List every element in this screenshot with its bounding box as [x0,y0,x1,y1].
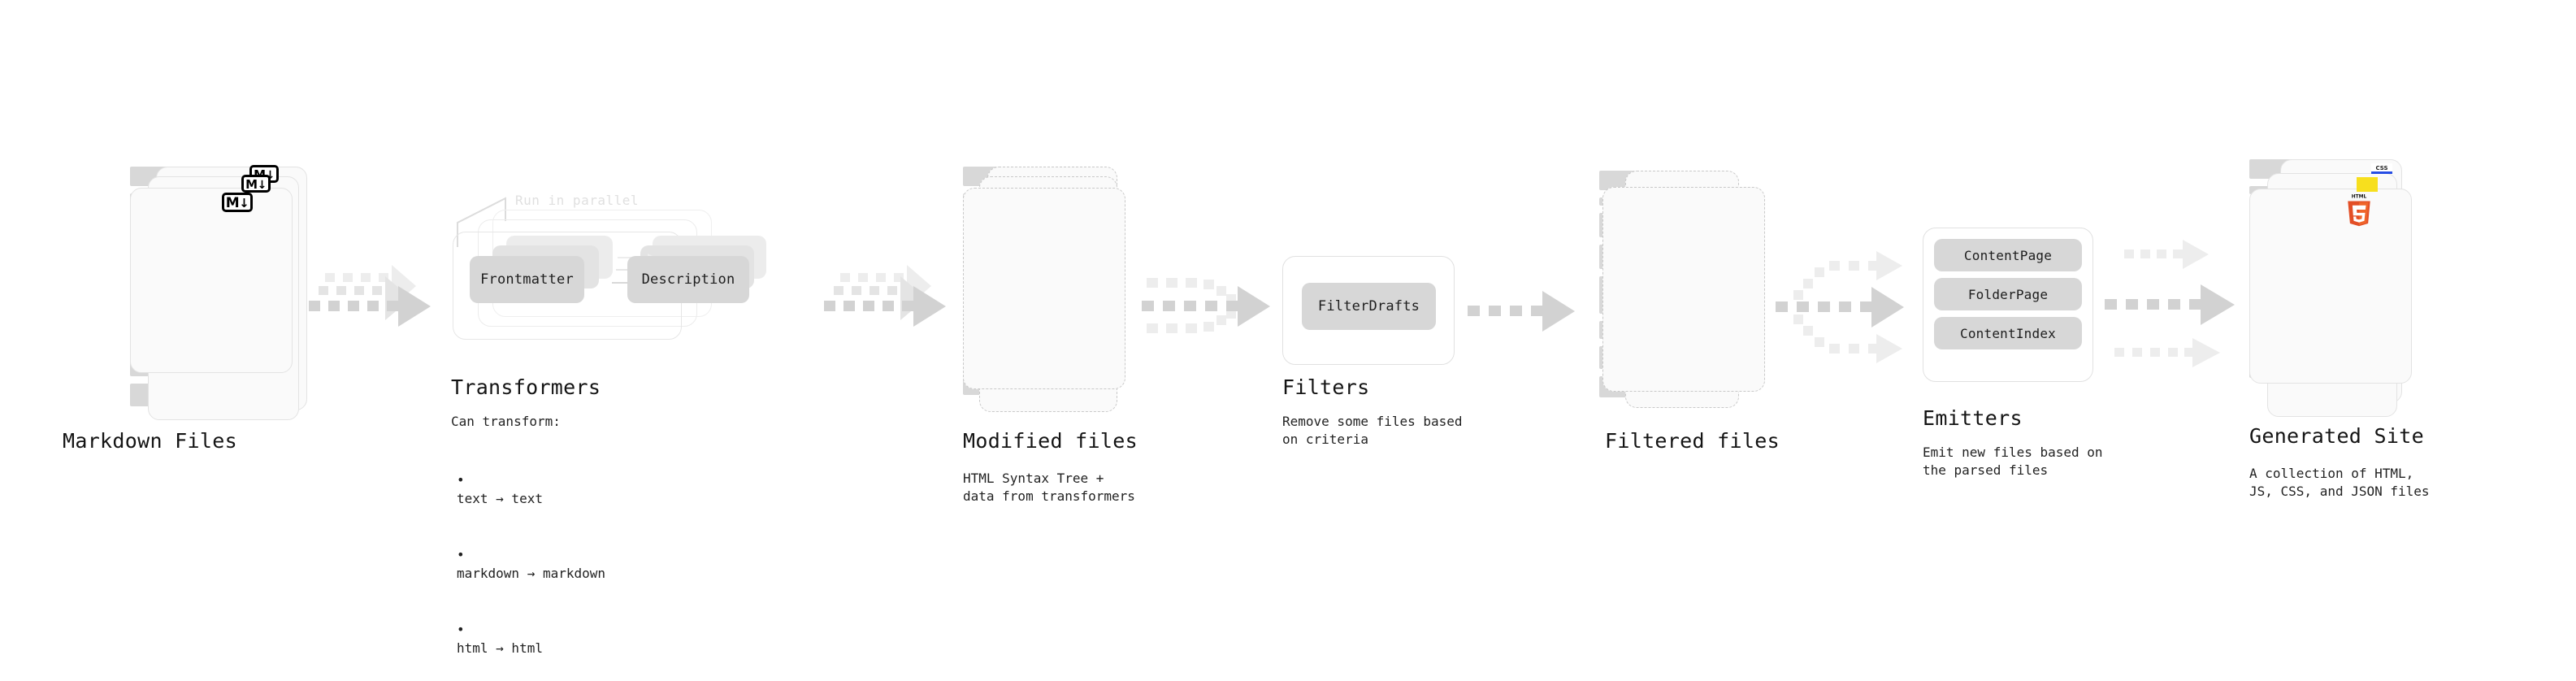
markdown-card-stack: M↓ M↓ M↓ [130,165,309,427]
js-icon [2357,177,2378,192]
folderpage-chip[interactable]: FolderPage [1934,278,2082,310]
contentindex-chip-label: ContentIndex [1960,325,2056,341]
stage-markdown-files: M↓ M↓ M↓ [130,165,309,427]
frontmatter-chip-label: Frontmatter [480,271,574,288]
run-in-parallel-label: Run in parallel [515,193,639,208]
arrow-modified-to-filters [1142,278,1270,333]
modified-card-front [963,188,1125,389]
markdown-icon: M↓ [222,193,253,212]
emitters-group [1923,228,2093,382]
transformers-bullet-0: • text → text [457,452,605,508]
css-icon: CSS [2371,163,2392,174]
filters-group [1282,256,1455,365]
frontmatter-chip[interactable]: Frontmatter [470,256,584,303]
description-chip-label: Description [641,271,735,288]
contentpage-chip-label: ContentPage [1963,247,2053,263]
svg-text:HTML: HTML [2352,195,2367,200]
arrow-transformers-to-modified [824,265,946,327]
bullet-marker: • [457,472,465,488]
emitters-description: Emit new files based on the parsed files [1923,445,2103,478]
html5-icon: HTML [2348,195,2370,227]
generated-site-description: A collection of HTML, JS, CSS, and JSON … [2249,466,2430,499]
stage-title-emitters: Emitters [1923,406,2023,430]
stage-generated-site: CSS HTML [2249,159,2436,436]
arrow-emitters-to-site [2105,240,2235,367]
folderpage-chip-label: FolderPage [1967,286,2049,302]
transformers-bullets: • text → text • markdown → markdown • ht… [457,433,605,676]
site-card-stack: CSS HTML [2249,159,2436,436]
stage-filtered-files [1599,171,1778,431]
modified-files-description: HTML Syntax Tree + data from transformer… [963,471,1135,504]
stage-title-filtered-files: Filtered files [1605,429,1780,453]
stage-title-modified-files: Modified files [963,429,1138,453]
contentpage-chip[interactable]: ContentPage [1934,239,2082,271]
bullet-marker: • [457,622,465,637]
filtered-card-front [1602,187,1765,392]
filterdrafts-chip-label: FilterDrafts [1317,298,1420,314]
filtered-card-stack [1599,171,1778,431]
modified-card-stack [963,167,1142,427]
transformers-bullet-label: html → html [457,640,543,656]
stage-title-transformers: Transformers [451,375,601,399]
site-card-html [2249,189,2412,384]
stage-title-markdown-files: Markdown Files [63,429,237,453]
contentindex-chip[interactable]: ContentIndex [1934,317,2082,349]
transformers-bullet-2: • html → html [457,601,605,657]
description-chip[interactable]: Description [627,256,749,303]
arrow-markdown-to-transformers [309,265,431,327]
filters-description: Remove some files based on criteria [1282,414,1463,447]
transformers-bullet-label: text → text [457,491,543,506]
stage-title-filters: Filters [1282,375,1370,399]
stage-modified-files [963,167,1142,427]
transformers-bullet-1: • markdown → markdown [457,527,605,583]
bullet-marker: • [457,547,465,562]
stage-title-generated-site: Generated Site [2249,424,2424,448]
transformers-description: Can transform: [451,414,561,429]
css-icon-label: CSS [2375,165,2388,171]
css-icon-rule [2371,171,2392,174]
transformers-bullet-label: markdown → markdown [457,566,606,581]
markdown-icon-mid: M↓ [241,175,271,193]
filterdrafts-chip[interactable]: FilterDrafts [1302,283,1436,330]
arrow-filters-to-filtered [1468,291,1575,332]
markdown-card-front [130,188,293,373]
arrow-filtered-to-emitters [1776,251,1904,363]
